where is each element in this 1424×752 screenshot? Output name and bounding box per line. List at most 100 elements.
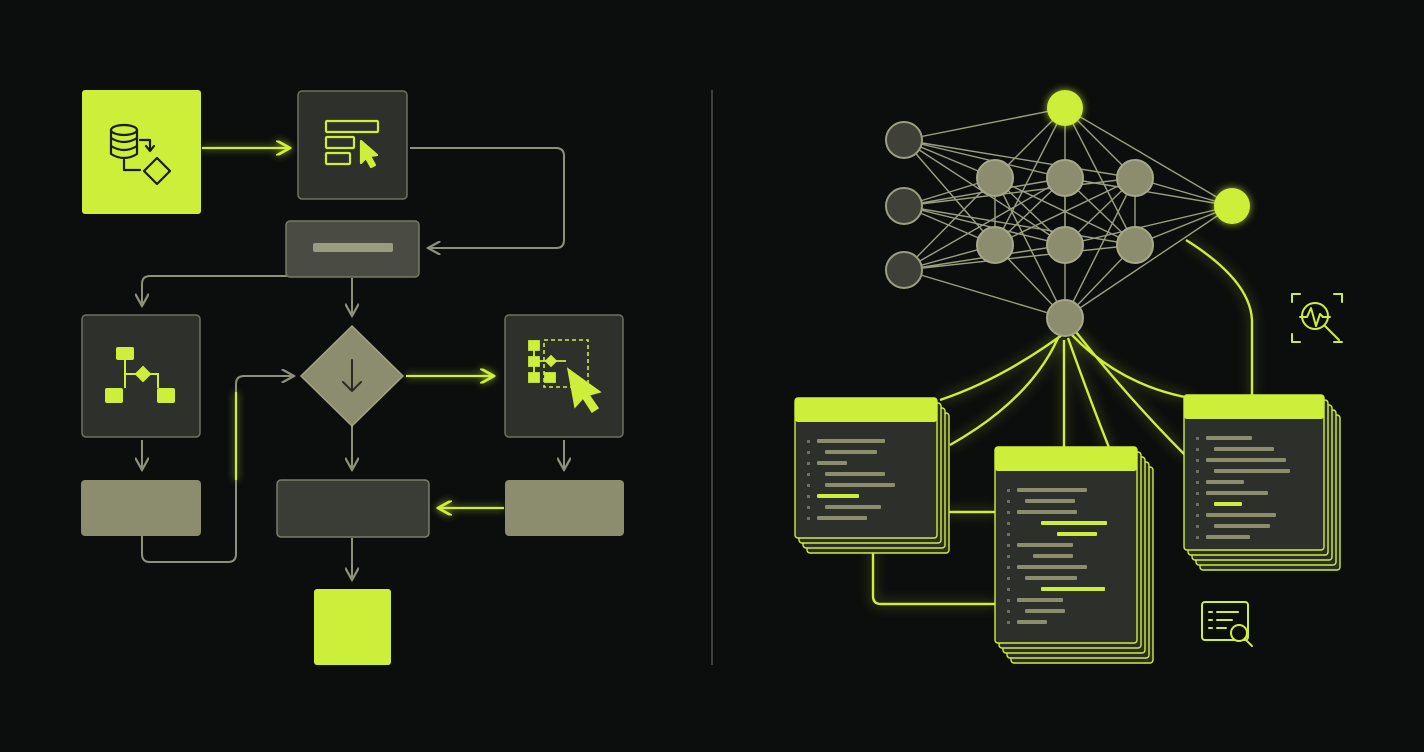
database-to-decision-icon xyxy=(109,123,172,186)
code-line xyxy=(1017,620,1047,624)
code-line xyxy=(1033,554,1073,558)
code-line xyxy=(1017,565,1087,569)
connector-loop-right xyxy=(410,147,565,248)
flowchart-icon xyxy=(105,347,175,403)
code-line xyxy=(825,450,877,454)
code-line-marker xyxy=(1007,544,1010,547)
code-line xyxy=(1214,469,1290,473)
end-node xyxy=(314,589,391,665)
list-cursor-node xyxy=(297,90,408,200)
flowchart-selection-cursor-icon xyxy=(528,339,602,414)
process-box-bottom-left xyxy=(81,480,201,536)
code-line-marker xyxy=(1007,588,1010,591)
code-line xyxy=(1017,510,1077,514)
document-header-bar xyxy=(995,447,1137,471)
code-line-marker xyxy=(1007,500,1010,503)
network-node xyxy=(1046,226,1084,264)
code-line xyxy=(1206,436,1252,440)
code-line-marker xyxy=(1007,489,1010,492)
code-line-marker xyxy=(1196,503,1199,506)
code-line xyxy=(1206,535,1250,539)
code-line-marker xyxy=(1196,492,1199,495)
process-box-bottom-right xyxy=(505,480,624,536)
code-line xyxy=(1025,576,1077,580)
code-line-marker xyxy=(1007,522,1010,525)
code-line-marker xyxy=(807,517,810,520)
code-line-marker xyxy=(1007,533,1010,536)
code-line xyxy=(817,439,885,443)
code-line xyxy=(817,494,859,498)
code-line-marker xyxy=(1007,599,1010,602)
network-node xyxy=(885,121,923,159)
decision-diamond xyxy=(299,324,405,428)
code-line xyxy=(1206,513,1276,517)
flowchart-selection-node xyxy=(504,314,624,438)
code-line-marker xyxy=(807,506,810,509)
process-bar xyxy=(285,220,420,278)
connector-bar-to-left xyxy=(142,275,300,306)
network-node xyxy=(976,226,1014,264)
network-node xyxy=(1116,159,1154,197)
code-line xyxy=(1041,521,1107,525)
neural-network-panel xyxy=(794,90,1343,664)
code-line xyxy=(1017,488,1087,492)
network-node-accent xyxy=(1214,188,1250,224)
network-node xyxy=(976,159,1014,197)
network-nodes xyxy=(885,90,1250,337)
code-line xyxy=(1214,524,1270,528)
code-line-marker xyxy=(807,462,810,465)
code-line-marker xyxy=(1196,459,1199,462)
code-line xyxy=(1206,491,1268,495)
network-node xyxy=(1046,159,1084,197)
code-line xyxy=(1025,499,1075,503)
network-node xyxy=(885,187,923,225)
code-line-marker xyxy=(807,495,810,498)
code-line xyxy=(1017,598,1063,602)
code-document-stack-left xyxy=(794,397,950,554)
code-line-marker xyxy=(807,473,810,476)
code-line-marker xyxy=(1007,610,1010,613)
code-line-marker xyxy=(1196,437,1199,440)
code-line-marker xyxy=(1196,525,1199,528)
document-search-icon xyxy=(1201,601,1253,647)
code-line xyxy=(1206,480,1244,484)
network-node xyxy=(1116,226,1154,264)
code-line xyxy=(1057,532,1097,536)
code-line xyxy=(817,461,847,465)
code-line-marker xyxy=(1196,536,1199,539)
arrow-down-icon xyxy=(342,359,362,393)
code-line xyxy=(817,516,867,520)
code-line-marker xyxy=(1007,577,1010,580)
code-line xyxy=(825,483,895,487)
flowchart-node xyxy=(81,314,201,438)
code-line-marker xyxy=(1196,514,1199,517)
code-line xyxy=(1214,502,1242,506)
code-line xyxy=(825,505,881,509)
scan-analysis-icon xyxy=(1291,293,1343,343)
code-line-marker xyxy=(807,440,810,443)
code-line-marker xyxy=(1196,470,1199,473)
code-line-marker xyxy=(1007,511,1010,514)
network-edges xyxy=(903,107,1233,319)
code-line xyxy=(1214,447,1274,451)
code-line-marker xyxy=(807,451,810,454)
network-node xyxy=(1046,299,1084,337)
network-node-accent xyxy=(1047,90,1083,126)
code-line xyxy=(1017,543,1073,547)
code-document-stack-center xyxy=(994,446,1154,664)
code-line-marker xyxy=(1007,566,1010,569)
code-line-marker xyxy=(1196,448,1199,451)
code-line xyxy=(1041,587,1105,591)
network-to-docs-connectors xyxy=(871,238,1254,606)
code-line xyxy=(1025,609,1065,613)
code-line xyxy=(825,472,885,476)
code-line-marker xyxy=(1007,621,1010,624)
code-line-marker xyxy=(1196,481,1199,484)
code-line-marker xyxy=(807,484,810,487)
code-line xyxy=(1206,458,1286,462)
code-document-stack-right xyxy=(1183,394,1341,571)
network-node xyxy=(885,251,923,289)
connector-loop-bottom-left xyxy=(141,376,294,563)
code-line-marker xyxy=(1007,555,1010,558)
